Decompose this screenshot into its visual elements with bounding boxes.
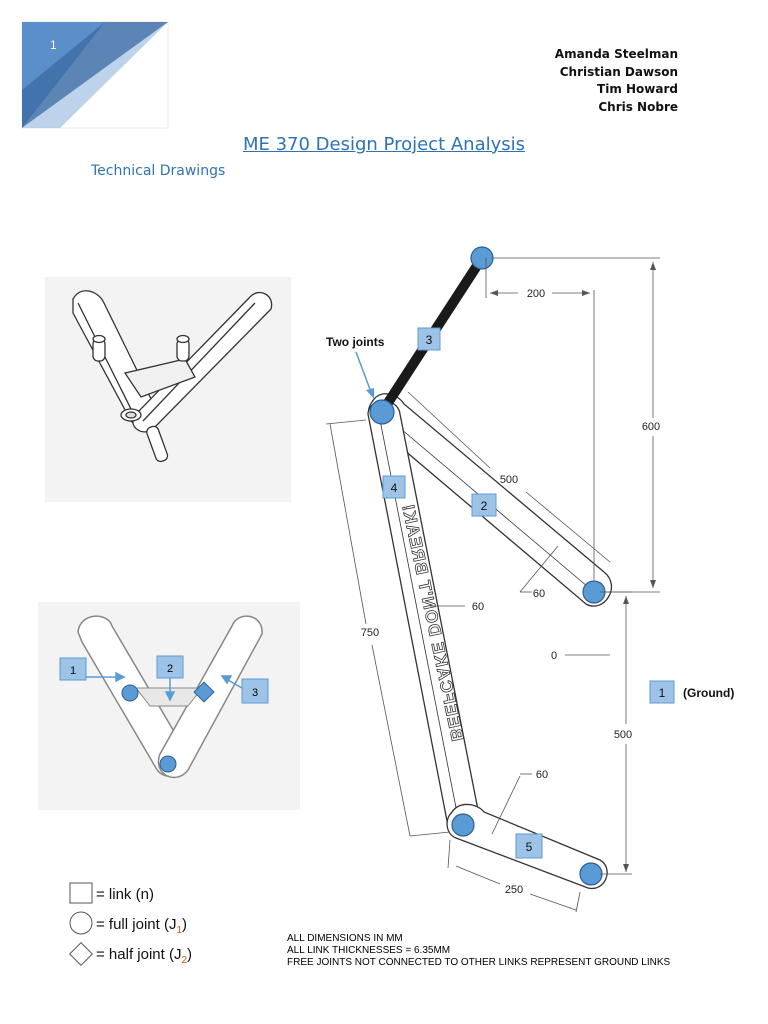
page-number: 1 bbox=[50, 38, 57, 52]
linkage-drawing: BEEFCAKE DON'T BREAK! bbox=[325, 246, 734, 913]
section-heading: Technical Drawings bbox=[91, 163, 226, 179]
legend-half-joint-close: ) bbox=[187, 946, 193, 963]
document-title: ME 370 Design Project Analysis bbox=[0, 134, 768, 155]
joint-top bbox=[470, 246, 494, 270]
document-title-text: ME 370 Design Project Analysis bbox=[242, 134, 526, 155]
joint-bottom-right bbox=[579, 862, 603, 886]
link-label-2: 2 bbox=[481, 499, 488, 513]
link-label-3: 3 bbox=[426, 333, 433, 347]
half-joint-icon bbox=[193, 681, 215, 703]
legend-full-joint: = full joint (J1) bbox=[96, 916, 187, 936]
sketch-label-1: 1 bbox=[70, 665, 76, 677]
joint-two-joints bbox=[369, 399, 395, 425]
link-symbol-icon bbox=[69, 882, 93, 904]
half-joint-symbol-icon bbox=[68, 941, 94, 967]
legend-full-joint-close: ) bbox=[182, 916, 188, 933]
dim-0: 0 bbox=[551, 650, 557, 662]
author-name: Amanda Steelman bbox=[554, 47, 678, 61]
legend-symbols bbox=[68, 882, 94, 967]
dim-500-link2: 500 bbox=[500, 474, 518, 486]
link-label-4: 4 bbox=[391, 481, 398, 495]
two-joints-label: Two joints bbox=[326, 335, 385, 349]
full-joint-icon bbox=[121, 684, 139, 702]
corner-decoration bbox=[21, 21, 169, 129]
dim-750: 750 bbox=[361, 627, 379, 639]
schematic-sketch: 1 2 3 bbox=[38, 602, 300, 810]
author-list: Amanda Steelman Christian Dawson Tim How… bbox=[555, 46, 678, 116]
note-line: FREE JOINTS NOT CONNECTED TO OTHER LINKS… bbox=[287, 957, 671, 968]
sketch-label-3: 3 bbox=[252, 687, 258, 699]
dim-250: 250 bbox=[505, 884, 523, 896]
dim-500-ground: 500 bbox=[614, 729, 632, 741]
note-line: ALL DIMENSIONS IN MM bbox=[287, 933, 403, 944]
ground-label: (Ground) bbox=[683, 686, 734, 700]
legend-link: = link (n) bbox=[96, 886, 154, 903]
legend-half-joint-sub: 2 bbox=[181, 955, 188, 966]
full-joint-symbol-icon bbox=[69, 911, 93, 935]
legend-half-joint: = half joint (J2) bbox=[96, 946, 192, 966]
legend-full-joint-sub: 1 bbox=[176, 925, 183, 936]
joint-bottom-left bbox=[451, 813, 475, 837]
author-name: Tim Howard bbox=[597, 82, 678, 96]
legend-half-joint-text: = half joint (J bbox=[96, 946, 182, 963]
author-name: Chris Nobre bbox=[598, 99, 678, 114]
author-name: Christian Dawson bbox=[559, 64, 678, 79]
dim-60-link2: 60 bbox=[533, 588, 545, 600]
full-joint-icon bbox=[159, 755, 177, 773]
link-label-1: 1 bbox=[659, 686, 666, 700]
dim-60-link4: 60 bbox=[472, 601, 484, 613]
dim-200: 200 bbox=[527, 288, 545, 300]
isometric-sketch bbox=[45, 277, 291, 502]
drawing-notes: ALL DIMENSIONS IN MM ALL LINK THICKNESSE… bbox=[287, 933, 670, 969]
note-line: ALL LINK THICKNESSES = 6.35MM bbox=[287, 945, 451, 956]
dim-60-link5: 60 bbox=[536, 769, 548, 781]
legend-full-joint-text: = full joint (J bbox=[96, 916, 177, 933]
dim-600: 600 bbox=[642, 421, 660, 433]
link-label-5: 5 bbox=[526, 840, 533, 854]
sketch-label-2: 2 bbox=[167, 663, 173, 675]
